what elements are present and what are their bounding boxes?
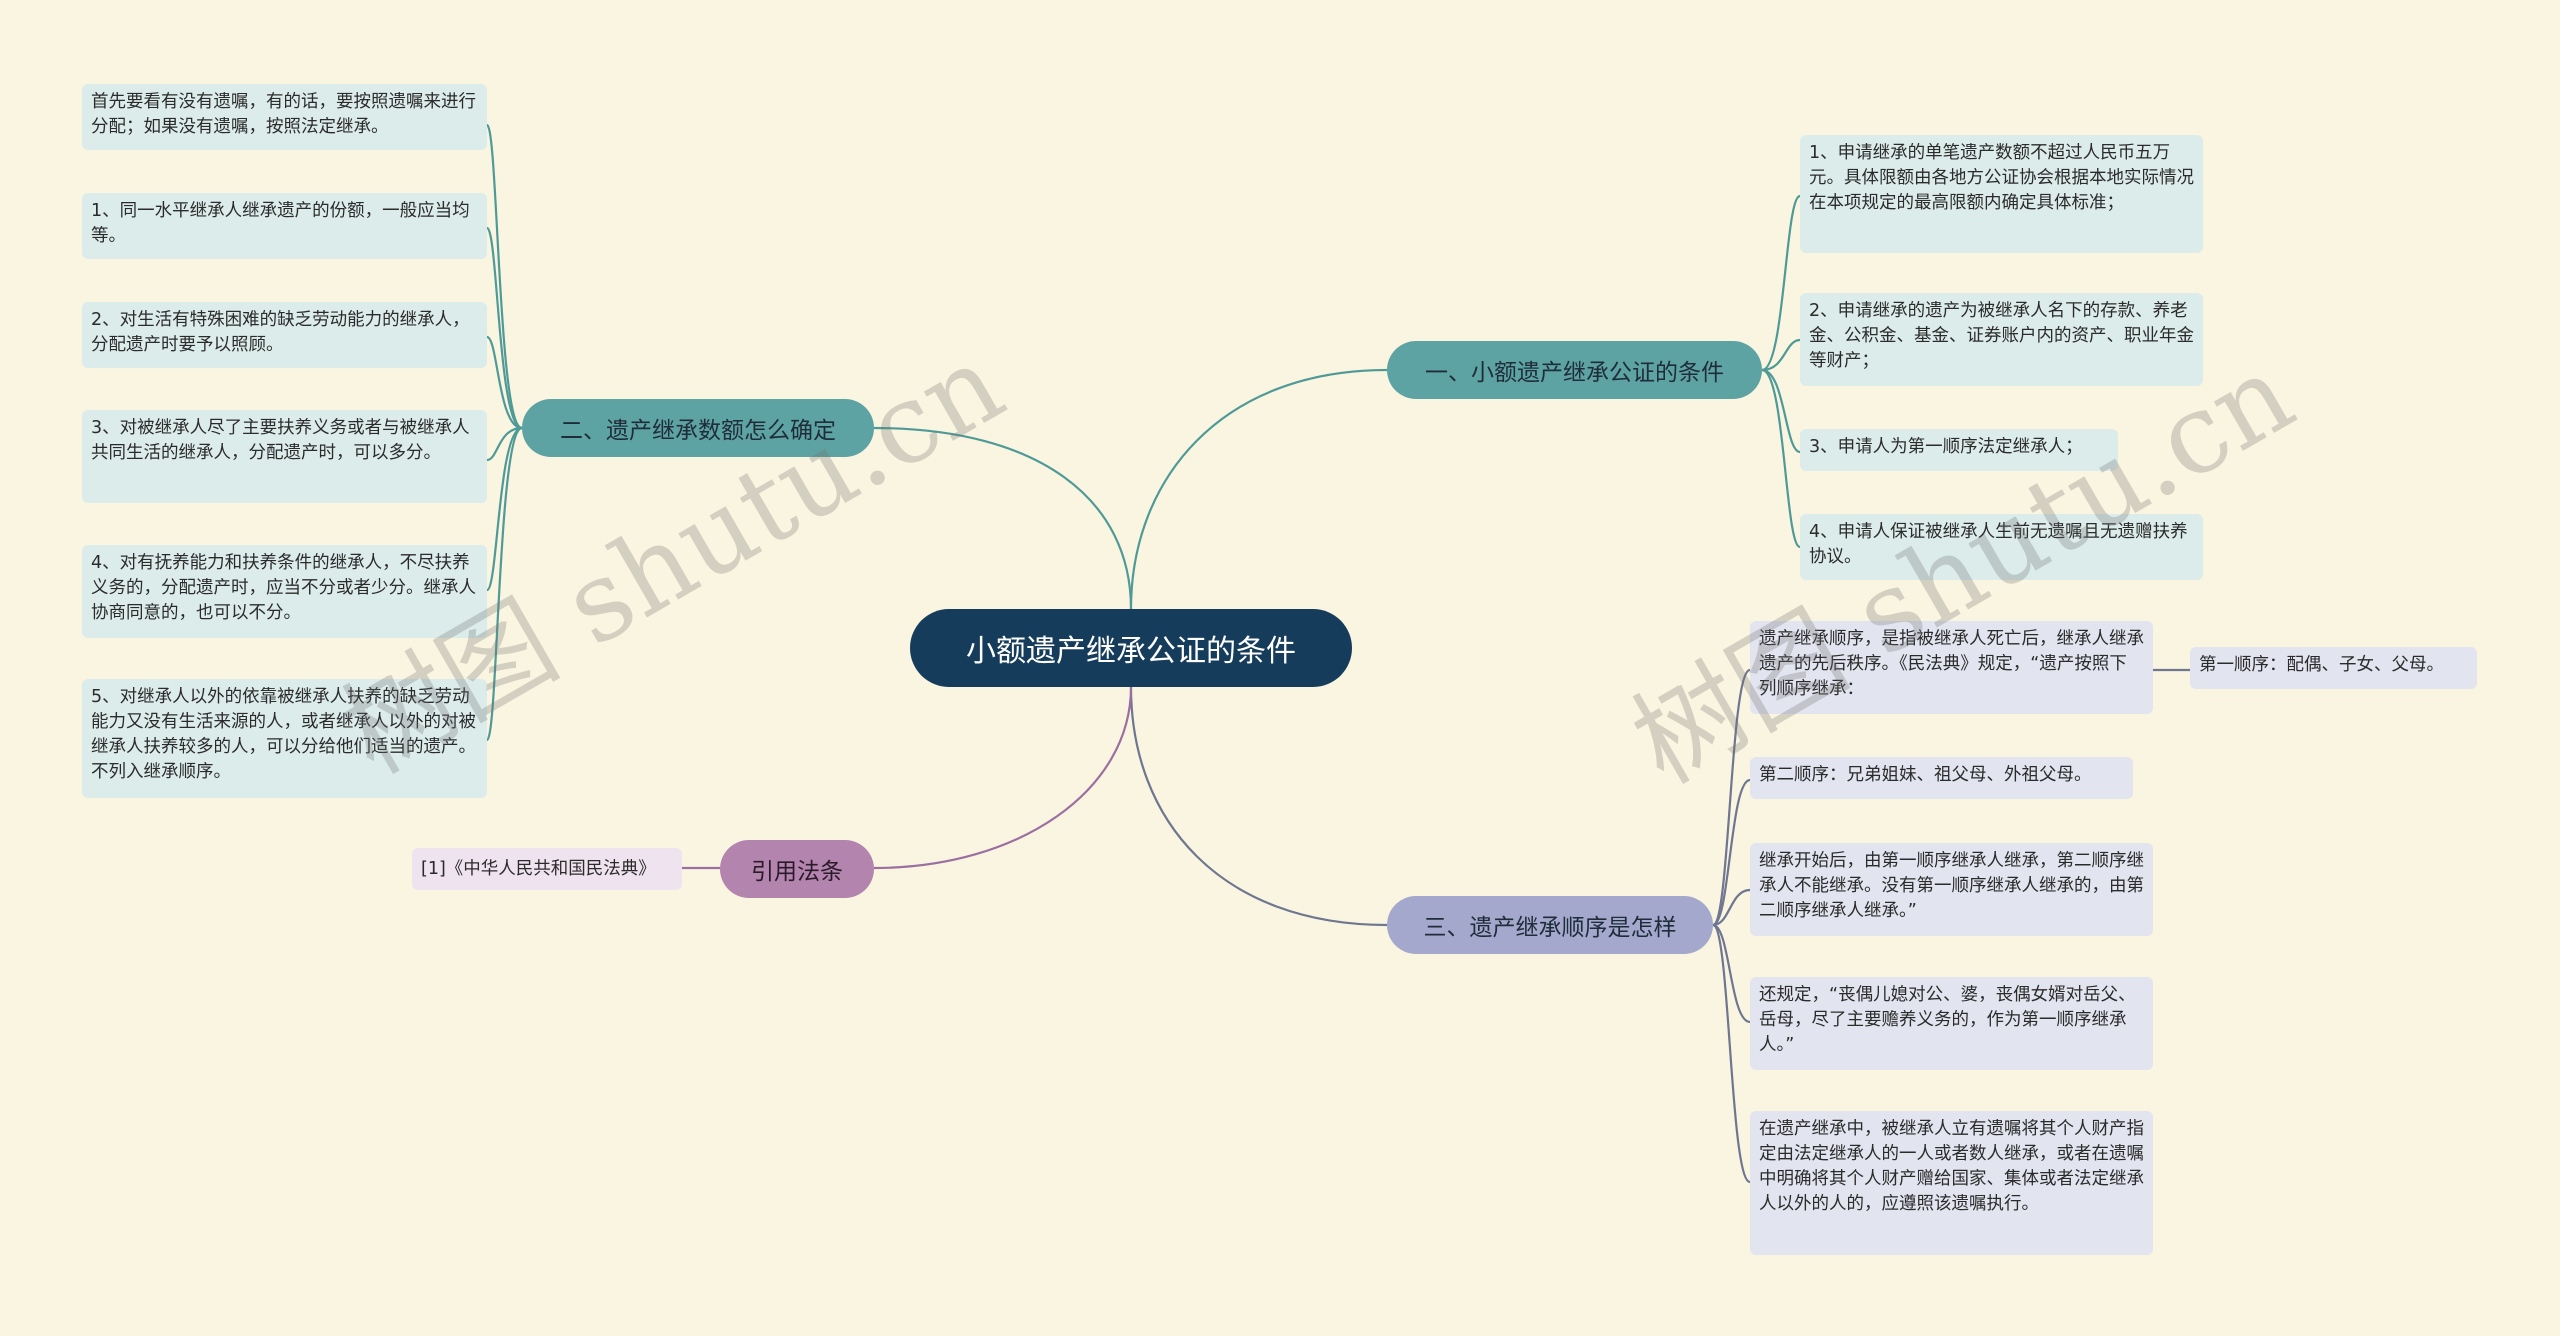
branch-references[interactable]: 引用法条 [720, 840, 874, 898]
link-conditions-bracket [1761, 194, 1802, 372]
order-item-3[interactable]: 继承开始后，由第一顺序继承人继承，第二顺序继承人不能继承。没有第一顺序继承人继承… [1750, 843, 2153, 936]
branch-order[interactable]: 三、遗产继承顺序是怎样 [1387, 896, 1713, 954]
link-order-bracket [1711, 668, 1751, 927]
link-root-shares [873, 426, 1133, 610]
conditions-item-2[interactable]: 2、申请继承的遗产为被继承人名下的存款、养老金、公积金、基金、证券账户内的资产、… [1800, 293, 2203, 386]
order-item-5[interactable]: 在遗产继承中，被继承人立有遗嘱将其个人财产指定由法定继承人的一人或者数人继承，或… [1750, 1111, 2153, 1255]
order-item-1[interactable]: 遗产继承顺序，是指被继承人死亡后，继承人继承遗产的先后秩序。《民法典》规定，“遗… [1750, 621, 2153, 714]
shares-item-1[interactable]: 1、同一水平继承人继承遗产的份额，一般应当均等。 [82, 193, 487, 259]
root-topic[interactable]: 小额遗产继承公证的条件 [910, 609, 1352, 687]
link-root-order [1129, 686, 1388, 927]
shares-item-intro[interactable]: 首先要看有没有遗嘱，有的话，要按照遗嘱来进行分配；如果没有遗嘱，按照法定继承。 [82, 84, 487, 150]
conditions-item-3[interactable]: 3、申请人为第一顺序法定继承人； [1800, 429, 2118, 471]
link-shares-bracket [485, 123, 523, 430]
shares-item-3[interactable]: 3、对被继承人尽了主要扶养义务或者与被继承人共同生活的继承人，分配遗产时，可以多… [82, 410, 487, 503]
branch-conditions[interactable]: 一、小额遗产继承公证的条件 [1387, 341, 1762, 399]
order-item-first-sequence[interactable]: 第一顺序：配偶、子女、父母。 [2190, 647, 2477, 689]
order-item-4[interactable]: 还规定，“丧偶儿媳对公、婆，丧偶女婿对岳父、岳母，尽了主要赡养义务的，作为第一顺… [1750, 977, 2153, 1070]
shares-item-4[interactable]: 4、对有抚养能力和扶养条件的继承人，不尽扶养义务的，分配遗产时，应当不分或者少分… [82, 545, 487, 638]
shares-item-5[interactable]: 5、对继承人以外的依靠被继承人扶养的缺乏劳动能力又没有生活来源的人，或者继承人以… [82, 679, 487, 798]
shares-item-2[interactable]: 2、对生活有特殊困难的缺乏劳动能力的继承人，分配遗产时要予以照顾。 [82, 302, 487, 368]
reference-item-1[interactable]: [1]《中华人民共和国民法典》 [412, 848, 682, 890]
conditions-item-4[interactable]: 4、申请人保证被继承人生前无遗嘱且无遗赠扶养协议。 [1800, 514, 2203, 580]
link-root-conditions [1129, 368, 1388, 610]
branch-shares[interactable]: 二、遗产继承数额怎么确定 [522, 399, 874, 457]
link-root-references [873, 686, 1133, 870]
conditions-item-1[interactable]: 1、申请继承的单笔遗产数额不超过人民币五万元。具体限额由各地方公证协会根据本地实… [1800, 135, 2203, 253]
order-item-2[interactable]: 第二顺序：兄弟姐妹、祖父母、外祖父母。 [1750, 757, 2133, 799]
